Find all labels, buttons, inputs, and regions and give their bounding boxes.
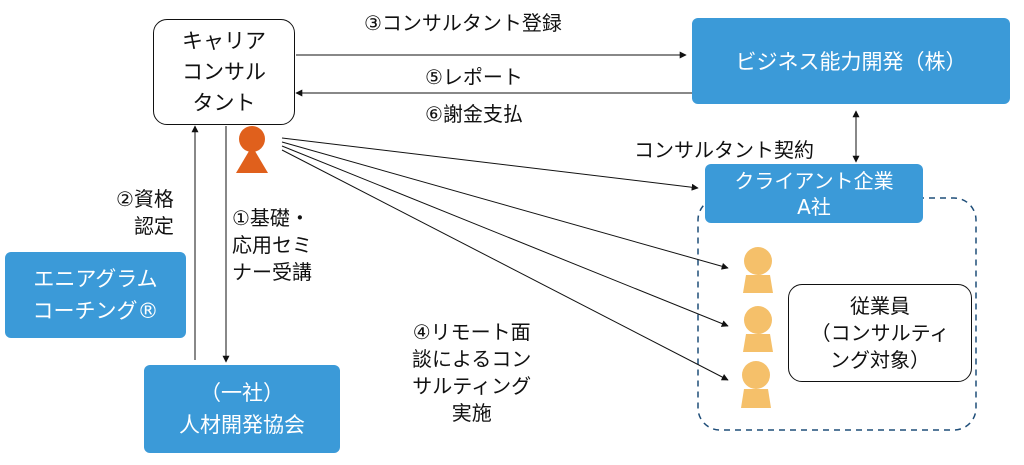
remote-label-line2: 談によるコン xyxy=(412,347,532,371)
remote-arrow-employee-3 xyxy=(281,149,729,381)
employees-label-line3: ング対象） xyxy=(830,347,930,372)
employees-node: 従業員 （コンサルティ ング対象） xyxy=(788,284,972,382)
seminar-label-line1: ①基礎・ xyxy=(232,206,310,230)
remote-label-line3: サルティング xyxy=(412,374,532,398)
remote-arrow-client xyxy=(281,137,699,191)
consultant-person-icon xyxy=(236,126,268,173)
seminar-label: ①基礎・ 応用セミ ナー受講 xyxy=(232,205,312,286)
registration-label: ③コンサルタント登録 xyxy=(364,11,562,35)
remote-label-line4: 実施 xyxy=(451,401,492,425)
certification-label: ②資格 認定 xyxy=(116,186,174,240)
consultant-node: キャリア コンサル タント xyxy=(153,19,295,125)
business-node: ビジネス能力開発（株） xyxy=(692,18,1010,104)
enneagram-node: エニアグラム コーチング® xyxy=(5,252,186,338)
employee-person-icon-1 xyxy=(743,247,773,293)
employees-label-line1: 従業員 xyxy=(850,293,910,318)
association-label-line1: （一社） xyxy=(200,381,284,405)
consultant-label-line2: コンサル xyxy=(182,59,266,84)
seminar-label-line3: ナー受講 xyxy=(232,260,312,284)
enneagram-label-line2: コーチング® xyxy=(32,299,159,323)
employees-label-line2: （コンサルティ xyxy=(810,320,950,345)
remote-label: ④リモート面 談によるコン サルティング 実施 xyxy=(412,319,531,427)
client-frame xyxy=(697,197,977,431)
association-label-line2: 人材開発協会 xyxy=(179,413,305,437)
report-label: ⑤レポート xyxy=(425,65,523,89)
remote-arrow-employee-1 xyxy=(281,141,729,270)
certification-label-line2: 認定 xyxy=(133,214,174,238)
certification-label-line1: ②資格 xyxy=(116,187,174,211)
seminar-label-line2: 応用セミ xyxy=(232,233,312,257)
consultant-label-line3: タント xyxy=(192,90,256,115)
employee-person-icon-2 xyxy=(743,306,773,352)
association-node: （一社） 人材開発協会 xyxy=(144,365,340,453)
enneagram-label-line1: エニアグラム xyxy=(33,267,158,291)
contract-label: コンサルタント契約 xyxy=(634,138,814,162)
employee-person-icon-3 xyxy=(741,361,771,408)
client-label-line1: クライアント企業 xyxy=(734,168,894,193)
client-label-line2: A社 xyxy=(797,194,831,219)
remote-arrow-employee-2 xyxy=(281,145,729,327)
business-label: ビジネス能力開発（株） xyxy=(735,50,967,74)
client-node: クライアント企業 A社 xyxy=(705,164,923,223)
consultant-label-line1: キャリア xyxy=(182,28,266,53)
fee-label: ⑥謝金支払 xyxy=(425,102,523,126)
remote-label-line1: ④リモート面 xyxy=(412,320,531,344)
